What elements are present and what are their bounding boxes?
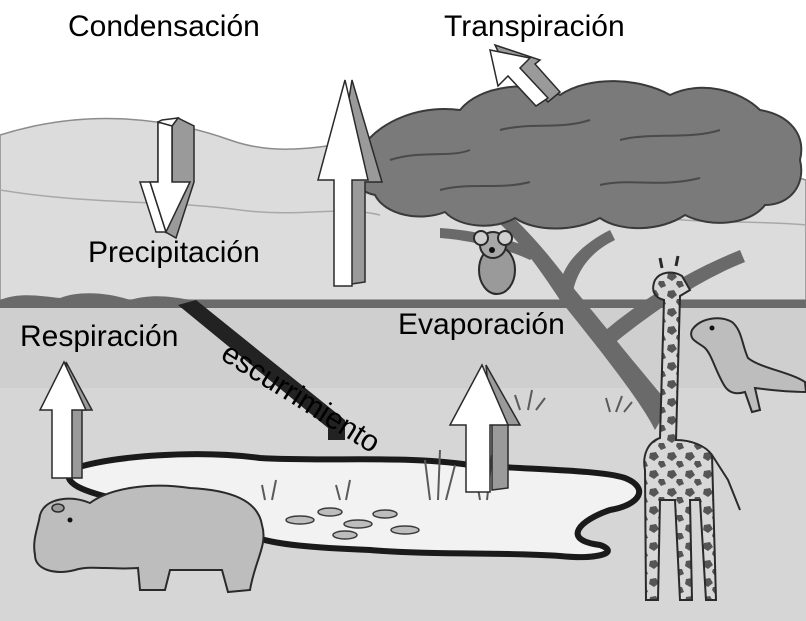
evapotranspiration-arrow — [317, 79, 384, 287]
giraffe — [643, 255, 741, 601]
transpiration-arrow — [489, 43, 562, 107]
lily-pads — [285, 507, 420, 540]
bird — [690, 317, 806, 414]
label-transpiration: Transpiración — [444, 10, 625, 43]
label-condensation: Condensación — [68, 10, 260, 43]
label-respiration: Respiración — [20, 320, 179, 353]
precipitation-arrow — [138, 117, 195, 240]
acacia-tree — [350, 80, 803, 430]
runoff-stream — [178, 300, 345, 440]
label-evaporation: Evaporación — [398, 308, 565, 341]
koala — [473, 230, 516, 295]
evaporation-arrow — [448, 363, 522, 493]
respiration-arrow — [38, 360, 94, 479]
hippo — [33, 484, 265, 594]
label-precipitation: Precipitación — [88, 236, 260, 269]
